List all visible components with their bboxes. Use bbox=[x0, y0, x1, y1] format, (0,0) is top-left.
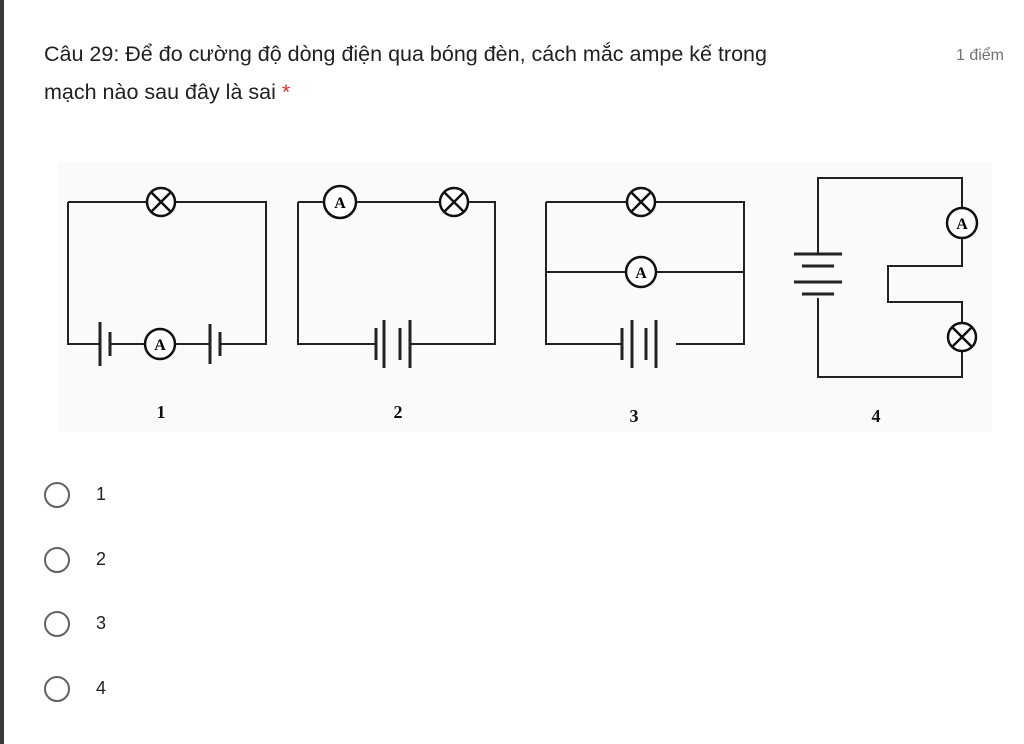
ammeter-symbol: A bbox=[322, 184, 358, 220]
svg-text:A: A bbox=[956, 216, 968, 233]
required-asterisk: * bbox=[281, 80, 291, 104]
circuit-1 bbox=[67, 201, 267, 366]
ammeter-symbol: A bbox=[143, 327, 177, 361]
circuit-2 bbox=[297, 201, 496, 368]
circuit-3 bbox=[545, 201, 745, 368]
option-3[interactable]: 3 bbox=[44, 603, 106, 668]
window-edge bbox=[0, 0, 4, 744]
option-2[interactable]: 2 bbox=[44, 539, 106, 604]
svg-text:A: A bbox=[635, 265, 647, 282]
option-label: 4 bbox=[96, 678, 107, 699]
option-4[interactable]: 4 bbox=[44, 668, 106, 733]
lamp-symbol bbox=[438, 186, 470, 218]
circuit-label-3: 3 bbox=[630, 406, 639, 426]
answer-options: 1 2 3 4 bbox=[44, 474, 106, 733]
option-label: 3 bbox=[96, 613, 107, 634]
question-title-line2: mạch nào sau đây là sai * bbox=[44, 74, 1004, 110]
ammeter-symbol: A bbox=[945, 206, 979, 240]
radio-button[interactable] bbox=[44, 482, 70, 508]
ammeter-symbol: A bbox=[624, 255, 658, 289]
lamp-symbol bbox=[625, 186, 657, 218]
question-title-text-2: mạch nào sau đây là sai bbox=[44, 80, 276, 104]
lamp-symbol bbox=[145, 186, 177, 218]
question-title-text-1: Câu 29: Để đo cường độ dòng điện qua bón… bbox=[44, 42, 767, 66]
radio-button[interactable] bbox=[44, 546, 70, 573]
svg-text:A: A bbox=[154, 337, 166, 354]
circuit-label-2: 2 bbox=[394, 402, 403, 422]
question-title-line1: Câu 29: Để đo cường độ dòng điện qua bón… bbox=[44, 34, 1004, 74]
radio-button[interactable] bbox=[44, 611, 70, 638]
lamp-symbol bbox=[946, 321, 978, 353]
circuit-diagrams-image: A A A A 1 2 3 4 bbox=[58, 162, 992, 432]
option-label: 1 bbox=[96, 484, 107, 504]
circuit-diagrams-svg: A A A A 1 2 3 4 bbox=[67, 177, 979, 426]
option-1[interactable]: 1 bbox=[44, 474, 106, 539]
circuit-label-1: 1 bbox=[157, 402, 166, 422]
circuit-label-4: 4 bbox=[872, 406, 881, 426]
svg-text:A: A bbox=[334, 195, 346, 212]
points-badge: 1 điểm bbox=[955, 47, 1004, 64]
circuit-4 bbox=[794, 177, 963, 378]
question-header: Câu 29: Để đo cường độ dòng điện qua bón… bbox=[44, 34, 1004, 110]
radio-button[interactable] bbox=[44, 676, 70, 703]
option-label: 2 bbox=[96, 548, 107, 569]
